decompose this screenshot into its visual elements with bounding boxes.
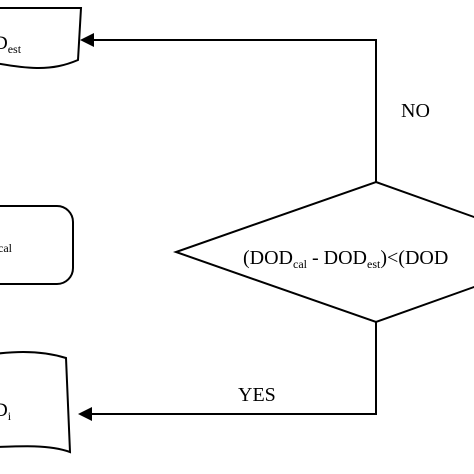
no-branch-arrowhead [80, 33, 94, 47]
yes-branch-arrowhead [78, 407, 92, 421]
decision-sub-1: cal [293, 257, 308, 271]
initial-dod-subscript: i [8, 409, 12, 423]
calculated-dod-subscript: cal [0, 241, 13, 255]
estimated-dod-document [0, 7, 83, 69]
estimated-dod-subscript: est [8, 42, 22, 56]
calculated-dod-label: cal [0, 241, 13, 255]
no-label: NO [401, 100, 430, 122]
decision-part-2: - DOD [307, 247, 367, 269]
decision-sub-2: est [367, 257, 381, 271]
initial-dod-document [0, 351, 72, 454]
initial-dod-main: D [0, 400, 8, 421]
decision-part-3: )<(DOD [380, 247, 448, 269]
yes-label: YES [238, 384, 276, 406]
initial-dod-label: Di [0, 400, 12, 423]
decision-condition: (DODcal - DODest)<(DOD [243, 247, 448, 271]
calculated-dod-box [0, 205, 74, 285]
estimated-dod-main: D [0, 33, 8, 54]
decision-part-1: (DOD [243, 247, 293, 269]
estimated-dod-label: Dest [0, 33, 22, 56]
convergence-decision [172, 180, 474, 324]
yes-branch-connector [88, 322, 377, 415]
no-branch-connector [88, 39, 377, 182]
